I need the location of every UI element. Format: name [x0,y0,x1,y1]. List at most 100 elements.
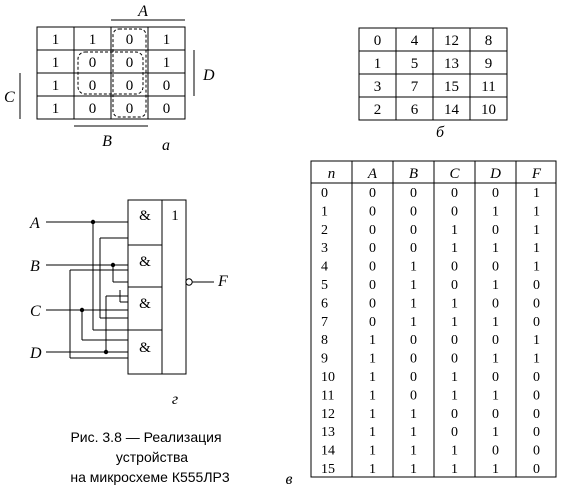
or-gate-block [161,199,187,375]
truth-table-cell: 0 [369,204,376,219]
truth-table-cell: 0 [410,370,417,385]
truth-table-row-index: 11 [321,388,334,403]
kmap-a-cell: 0 [89,78,97,94]
kmap-b-caption: б [436,124,445,141]
truth-table-cell: 1 [492,241,499,256]
junction-dot [79,307,85,313]
truth-table-cell: 0 [533,425,540,440]
truth-table-cell: 0 [492,370,499,385]
kmap-b-grid [358,27,508,121]
truth-table-cell: 0 [533,388,540,403]
truth-table-cell: 1 [533,204,540,219]
truth-table-row-index: 1 [321,204,328,219]
truth-table-cell: 0 [533,315,540,330]
kmap-b-cell: 2 [374,102,382,118]
figure-caption-line2: устройства [116,449,188,465]
circuit-input-b: B [30,258,40,275]
kmap-a-label-c: C [4,89,15,106]
circuit-input-d: D [29,345,42,362]
circuit-caption: г [172,391,178,408]
truth-table-cell: 1 [492,204,499,219]
kmap-a-cell: 1 [52,101,60,117]
truth-table-header-cell: F [531,166,542,182]
kmap-b-cell: 0 [374,33,382,49]
and-symbol-4: & [139,340,151,356]
kmap-a-cell: 0 [126,32,134,48]
truth-table-cell: 0 [533,370,540,385]
kmap-a-cell: 0 [89,55,97,71]
truth-table-cell: 0 [451,352,458,367]
truth-table-cell: 0 [369,296,376,311]
truth-table-cell: 0 [451,278,458,293]
truth-table-cell: 1 [533,186,540,201]
truth-table-cell: 0 [410,186,417,201]
truth-table-cell: 1 [410,462,417,477]
truth-table-header-cell: C [449,166,460,182]
kmap-a-cell: 0 [126,78,134,94]
kmap-b-cell: 13 [444,56,459,72]
truth-table-cell: 0 [451,333,458,348]
junction-dot [103,349,109,355]
truth-table-cell: 0 [451,260,458,275]
truth-table-cell: 0 [533,462,540,477]
truth-table-cell: 0 [533,296,540,311]
kmap-a-group-square [77,51,144,95]
truth-table-header-cell: D [489,166,501,182]
truth-table-cell: 0 [492,444,499,459]
truth-table-cell: 0 [451,407,458,422]
kmap-a-label-b: B [102,133,112,150]
truth-table-cell: 1 [492,462,499,477]
circuit-input-c: C [30,303,41,320]
truth-table-cell: 1 [410,407,417,422]
truth-table-cell: 0 [369,315,376,330]
kmap-b-cell: 11 [481,79,495,95]
and-symbol-1: & [139,208,151,224]
truth-table-cell: 0 [369,186,376,201]
truth-table-cell: 0 [533,278,540,293]
truth-table-cell: 1 [492,352,499,367]
junction-dot [90,219,96,225]
truth-table-row-index: 9 [321,352,328,367]
figure-caption-line3: на микросхеме К555ЛР3 [70,469,230,485]
circuit-input-a: A [29,215,40,232]
kmap-b-cell: 15 [444,79,459,95]
or-symbol: 1 [171,208,179,224]
truth-table-row-index: 14 [321,444,335,459]
truth-table-cell: 0 [492,223,499,238]
kmap-b-cell: 10 [481,102,496,118]
kmap-a-cell: 1 [52,55,60,71]
kmap-a-label-a: A [137,3,148,20]
truth-table-cell: 0 [369,241,376,256]
kmap-b-cell: 14 [444,102,460,118]
and-symbol-3: & [139,296,151,312]
truth-table-row-index: 3 [321,241,328,256]
truth-table-cell: 1 [451,241,458,256]
kmap-a-caption: а [162,137,170,154]
truth-table-cell: 1 [410,425,417,440]
truth-table-cell: 0 [492,407,499,422]
truth-table-cell: 1 [369,333,376,348]
truth-table-cell: 0 [369,260,376,275]
truth-table-cell: 1 [369,425,376,440]
kmap-a-grid [36,26,186,120]
and-symbol-2: & [139,254,151,270]
circuit-output-f: F [217,273,228,290]
truth-table-cell: 1 [410,260,417,275]
truth-table-cell: 1 [369,407,376,422]
truth-table-cell: 0 [492,260,499,275]
truth-table-cell: 0 [410,352,417,367]
truth-table-cell: 1 [451,462,458,477]
truth-table-cell: 0 [451,186,458,201]
truth-table-cell: 1 [492,425,499,440]
truth-table-cell: 0 [492,296,499,311]
kmap-a-cell: 1 [89,32,97,48]
truth-table-grid [310,160,557,478]
truth-table-cell: 0 [410,388,417,403]
logic-circuit: A B C D [29,199,228,408]
